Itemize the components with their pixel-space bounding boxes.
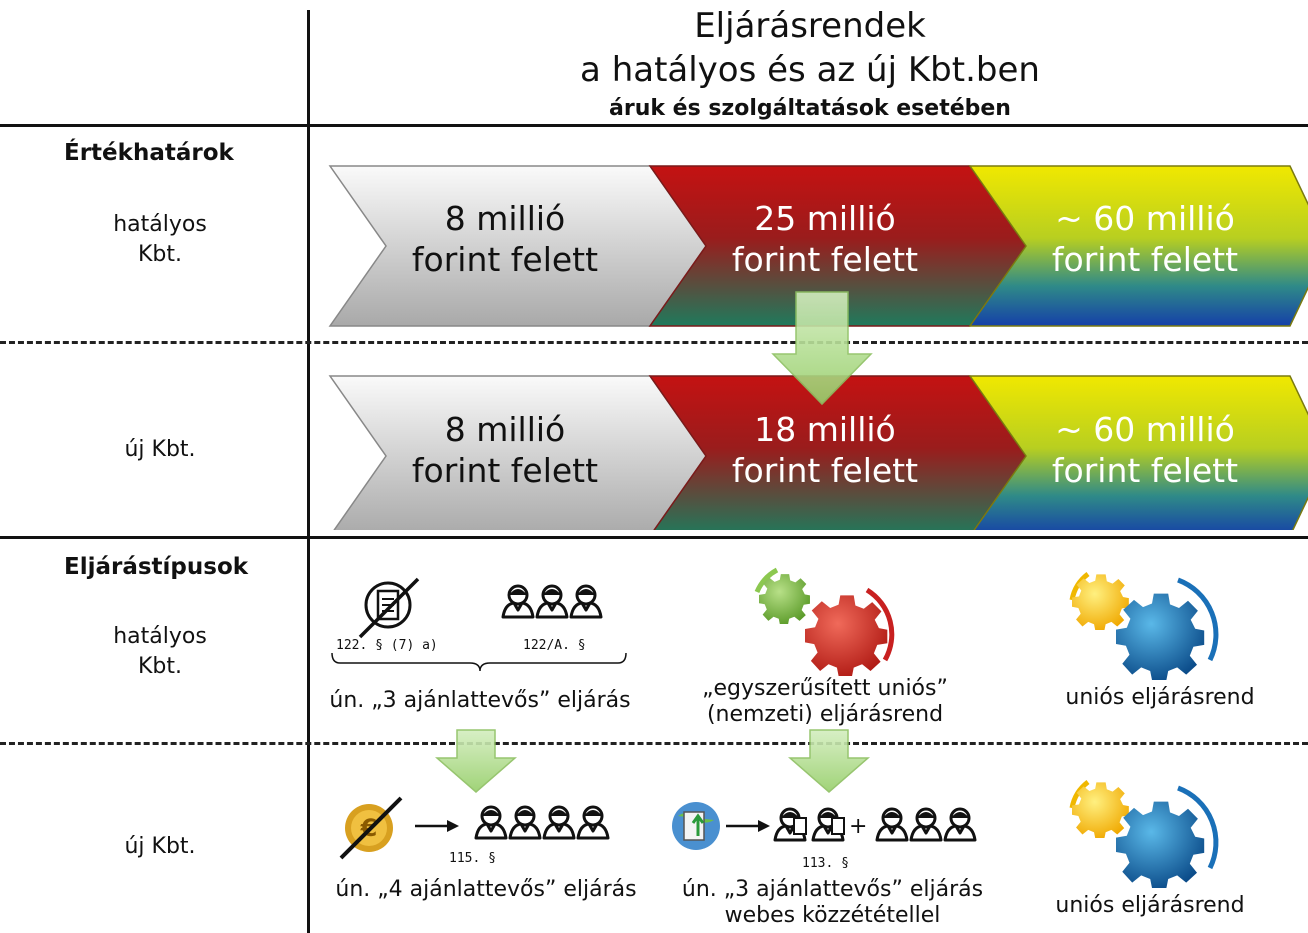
proc-current-1-label: ún. „3 ajánlattevős” eljárás xyxy=(329,688,631,713)
chevron-current-60m xyxy=(968,165,1308,327)
gears-eu-icon-new xyxy=(1069,780,1219,888)
proc-new-1-label: ún. „4 ajánlattevős” eljárás xyxy=(335,877,637,902)
section-label-procedures: Eljárástípusok xyxy=(64,554,249,580)
down-arrow-icon xyxy=(771,291,873,406)
web-publication-icon xyxy=(672,802,720,850)
down-arrow-icon-proc1 xyxy=(435,729,518,793)
row-label-new-procedures: új Kbt. xyxy=(124,834,196,859)
header-divider xyxy=(0,124,1308,127)
page-title: Eljárásrendek xyxy=(694,6,926,46)
page-title-line2: a hatályos és az új Kbt.ben xyxy=(580,50,1040,90)
ref-115: 115. § xyxy=(449,851,496,866)
dashed-divider-thresholds xyxy=(0,341,1308,344)
page-subtitle: áruk és szolgáltatások esetében xyxy=(609,96,1011,121)
gears-simplified-eu-icon xyxy=(754,567,895,676)
no-publication-icon xyxy=(358,577,420,639)
plus-sign: + xyxy=(849,814,868,839)
right-arrow-icon xyxy=(415,820,459,832)
three-bidders-icon xyxy=(501,584,603,619)
new-4-bidder-icons: € xyxy=(339,796,610,860)
ref-122-7a: 122. § (7) a) xyxy=(336,638,438,653)
proc-current-2-label: „egyszerűsített uniós”(nemzeti) eljárásr… xyxy=(702,676,948,727)
right-arrow-icon xyxy=(726,820,770,832)
down-arrow-icon-proc2 xyxy=(788,729,871,793)
current-3-bidder-icons xyxy=(331,577,627,672)
chevron-new-60m xyxy=(968,375,1308,530)
four-bidders-icon xyxy=(474,805,610,840)
new-web-publication-icons xyxy=(672,802,977,850)
proc-current-3-label: uniós eljárásrend xyxy=(1065,685,1255,710)
dashed-divider-procedures xyxy=(0,742,1308,745)
vertical-divider xyxy=(307,10,310,933)
three-bidders-icon xyxy=(875,807,977,842)
applicants-icon xyxy=(773,807,845,842)
section-divider xyxy=(0,536,1308,539)
euro-coin-icon: € xyxy=(339,796,403,860)
section-label-thresholds: Értékhatárok xyxy=(64,140,234,166)
row-label-new-thresholds: új Kbt. xyxy=(124,437,196,462)
ref-113: 113. § xyxy=(802,856,849,871)
threshold-chevrons xyxy=(328,165,1308,530)
ref-122A: 122/A. § xyxy=(523,638,586,653)
proc-new-3-label: uniós eljárásrend xyxy=(1055,893,1245,918)
gears-eu-icon-current xyxy=(1069,572,1219,680)
